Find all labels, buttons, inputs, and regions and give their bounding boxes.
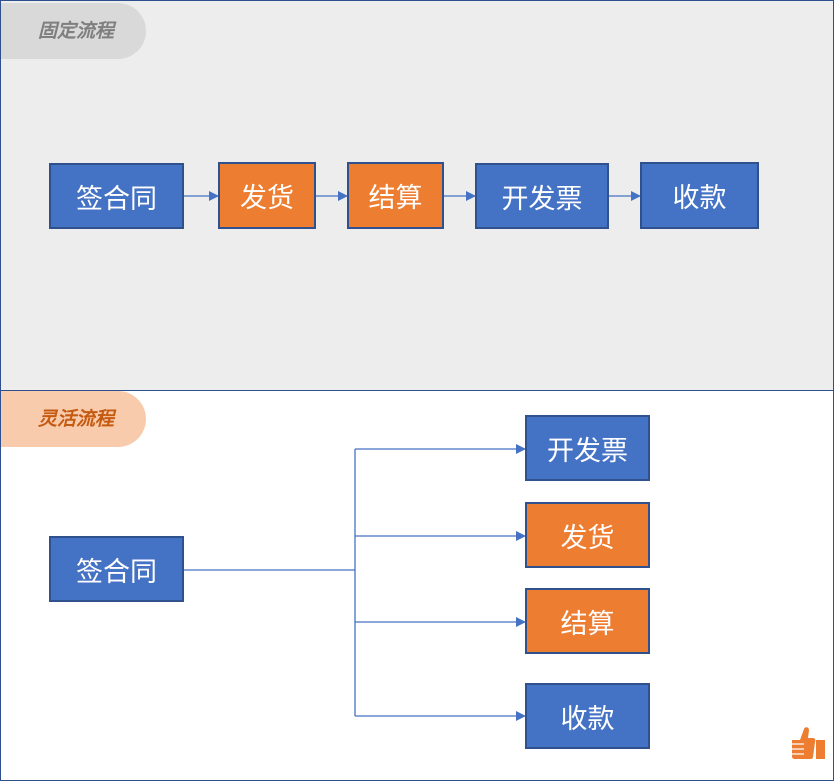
flex-target-ship: 发货 <box>525 502 650 568</box>
thumbs-up-icon <box>792 727 825 759</box>
flex-target-settle: 结算 <box>525 588 650 654</box>
fixed-step-settle: 结算 <box>347 162 444 229</box>
flex-source-sign-contract: 签合同 <box>49 536 184 602</box>
flex-target-invoice: 开发票 <box>525 415 650 481</box>
fixed-step-invoice: 开发票 <box>475 163 609 229</box>
flexible-flow-tag: 灵活流程 <box>1 391 146 447</box>
fixed-flow-tag: 固定流程 <box>1 3 146 59</box>
flex-target-collect: 收款 <box>525 683 650 749</box>
fixed-step-sign-contract: 签合同 <box>49 163 184 229</box>
fixed-step-ship: 发货 <box>218 162 316 229</box>
section-divider <box>1 390 833 391</box>
fixed-step-collect: 收款 <box>640 162 759 229</box>
